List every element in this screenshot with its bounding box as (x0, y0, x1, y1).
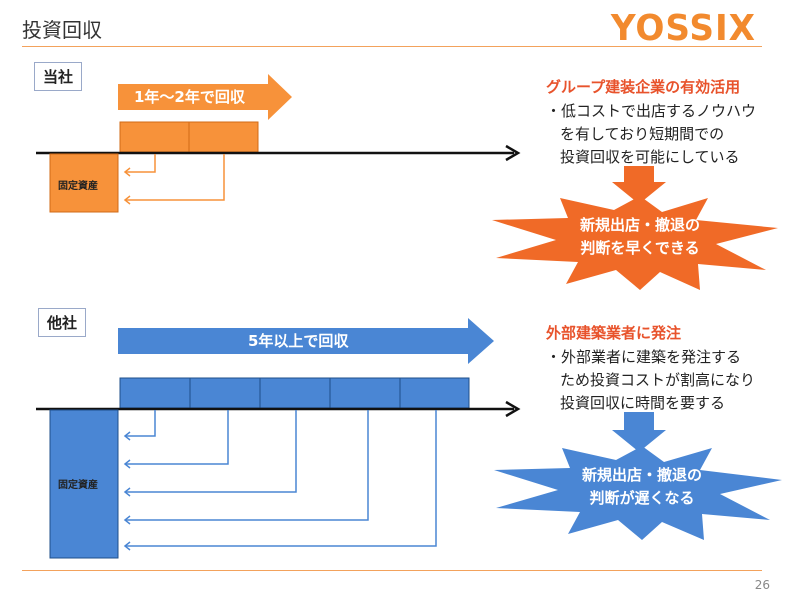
ours-recovery-arrowhead (123, 195, 131, 205)
others-revenue-block (329, 377, 401, 409)
others-result-burst (494, 446, 782, 540)
others-recovery-arrow (125, 410, 437, 547)
ours-bullet-text: ・低コストで出店するノウハウ を有しており短期間での 投資回収を可能にしている (546, 100, 756, 169)
ours-section-label: 当社 (34, 62, 83, 91)
company-logo: YOSSIX (611, 8, 757, 49)
page-title: 投資回収 (22, 18, 102, 42)
others-period-label: 5年以上で回収 (248, 332, 349, 350)
others-recovery-arrowhead (123, 459, 131, 469)
ours-result-line: 判断を早くできる (580, 239, 700, 257)
ours-result-text: 新規出店・撤退の 判断を早くできる (540, 214, 740, 260)
others-recovery-arrowhead (123, 487, 131, 497)
others-recovery-arrow (125, 410, 369, 521)
footer-divider (22, 570, 762, 571)
ours-revenue-block (188, 121, 259, 153)
others-bullet-line: ・外部業者に建築を発注する (546, 348, 742, 366)
ours-bullet-line: を有しており短期間での (560, 125, 725, 143)
others-bullet-text: ・外部業者に建築を発注する ため投資コストが割高になり 投資回収に時間を要する (546, 346, 755, 415)
ours-fixed-asset-box (49, 153, 119, 213)
others-recovery-arrow (125, 410, 229, 465)
others-bullet-line: ため投資コストが割高になり (560, 371, 756, 389)
others-recovery-arrowhead (123, 515, 131, 525)
others-fixed-asset-box (49, 409, 119, 559)
ours-recovery-arrow (125, 154, 156, 173)
ours-timeline-arrowhead (505, 144, 521, 162)
others-revenue-block (119, 377, 191, 409)
others-revenue-block (189, 377, 261, 409)
ours-result-line: 新規出店・撤退の (579, 216, 700, 234)
others-asset-label: 固定資産 (58, 480, 98, 491)
ours-recovery-arrow (125, 154, 225, 201)
others-period-arrow (118, 318, 494, 364)
others-recovery-arrow (125, 410, 156, 437)
others-recovery-arrowhead (123, 431, 131, 441)
others-section-label: 他社 (38, 308, 87, 337)
ours-result-burst (492, 196, 778, 290)
others-revenue-block (399, 377, 470, 409)
ours-heading: グループ建装企業の有効活用 (546, 78, 741, 96)
header-divider (22, 46, 762, 47)
others-result-line: 判断が遅くなる (589, 489, 695, 507)
ours-bullet-line: 投資回収を可能にしている (560, 148, 740, 166)
page-number: 26 (754, 578, 770, 592)
ours-period-label: 1年〜2年で回収 (134, 88, 245, 106)
others-revenue-block (259, 377, 331, 409)
others-recovery-arrow (125, 410, 297, 493)
others-result-line: 新規出店・撤退の (581, 466, 702, 484)
others-bullet-line: 投資回収に時間を要する (560, 394, 726, 412)
others-timeline-arrowhead (505, 400, 521, 418)
ours-recovery-arrowhead (123, 167, 131, 177)
others-heading: 外部建築業者に発注 (546, 324, 682, 342)
ours-period-arrow (118, 74, 292, 120)
ours-bullet-line: ・低コストで出店するノウハウ (546, 102, 757, 120)
others-result-text: 新規出店・撤退の 判断が遅くなる (542, 464, 742, 510)
ours-revenue-block (119, 121, 190, 153)
others-recovery-arrowhead (123, 541, 131, 551)
others-down-arrow (612, 412, 666, 452)
ours-down-arrow (612, 166, 666, 204)
ours-asset-label: 固定資産 (58, 181, 98, 192)
